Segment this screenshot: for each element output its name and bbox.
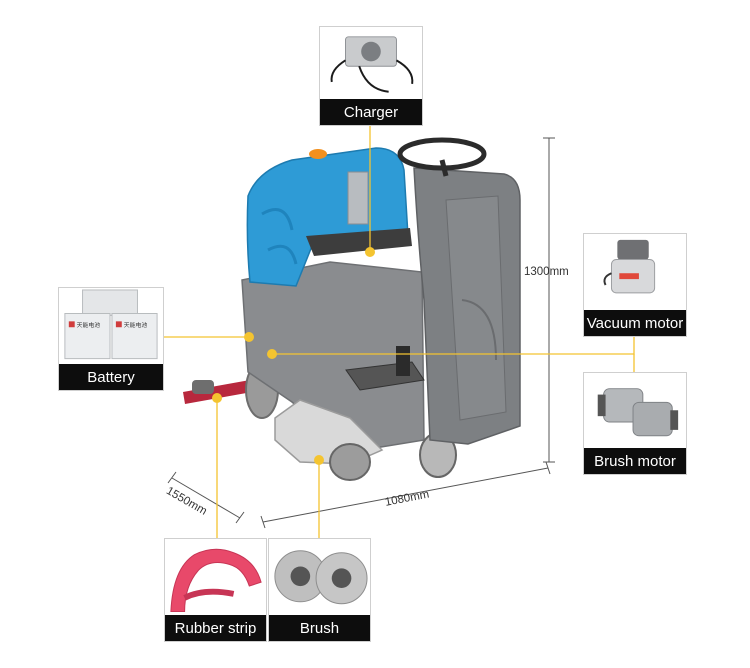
battery-logo-icon [115, 321, 122, 328]
vacuum-motor-image [603, 239, 656, 294]
height-dimension-line [543, 137, 555, 463]
seat [306, 228, 412, 256]
battery-brand-text: 天能电池 [77, 321, 101, 329]
metal-plate [347, 171, 369, 225]
battery-logo-icon [68, 321, 75, 328]
brush-motor-card: Brush motor [583, 372, 687, 475]
brush-motor-label: Brush motor [584, 448, 686, 474]
battery-image: 天能电池 天能电池 [64, 289, 158, 360]
machine-lower-body [241, 261, 425, 453]
vacuum-motor-label: Vacuum motor [584, 310, 686, 336]
tower-contour [461, 299, 497, 361]
brush-label: Brush [269, 615, 370, 641]
steering-column [439, 159, 449, 177]
brush-motor-image [597, 388, 679, 437]
rubber-strip-image [170, 548, 262, 613]
tower-panel [445, 195, 507, 421]
charger-card: Charger [319, 26, 423, 126]
tank-contour [261, 208, 298, 265]
brush-card: Brush [268, 538, 371, 642]
leader-dots [212, 247, 375, 465]
front-wheel [329, 443, 371, 481]
leader-lines [164, 126, 635, 538]
width-dimension-line [167, 471, 245, 524]
charger-label: Charger [320, 99, 422, 125]
battery-label: Battery [59, 364, 163, 390]
squeegee-bar [183, 380, 252, 404]
rubber-strip-card: Rubber strip [164, 538, 267, 642]
battery-brand-text: 天能电池 [124, 321, 148, 329]
pedal [396, 346, 410, 376]
vacuum-motor-card: Vacuum motor [583, 233, 687, 337]
brush-image [274, 550, 368, 605]
rubber-strip-label: Rubber strip [165, 615, 266, 641]
charger-image [330, 36, 414, 93]
height-dimension-label: 1300mm [524, 266, 569, 278]
length-dimension-line [260, 461, 551, 529]
battery-card: 天能电池 天能电池 Battery [58, 287, 164, 391]
warning-light [309, 149, 327, 159]
fan-icon [361, 41, 381, 62]
